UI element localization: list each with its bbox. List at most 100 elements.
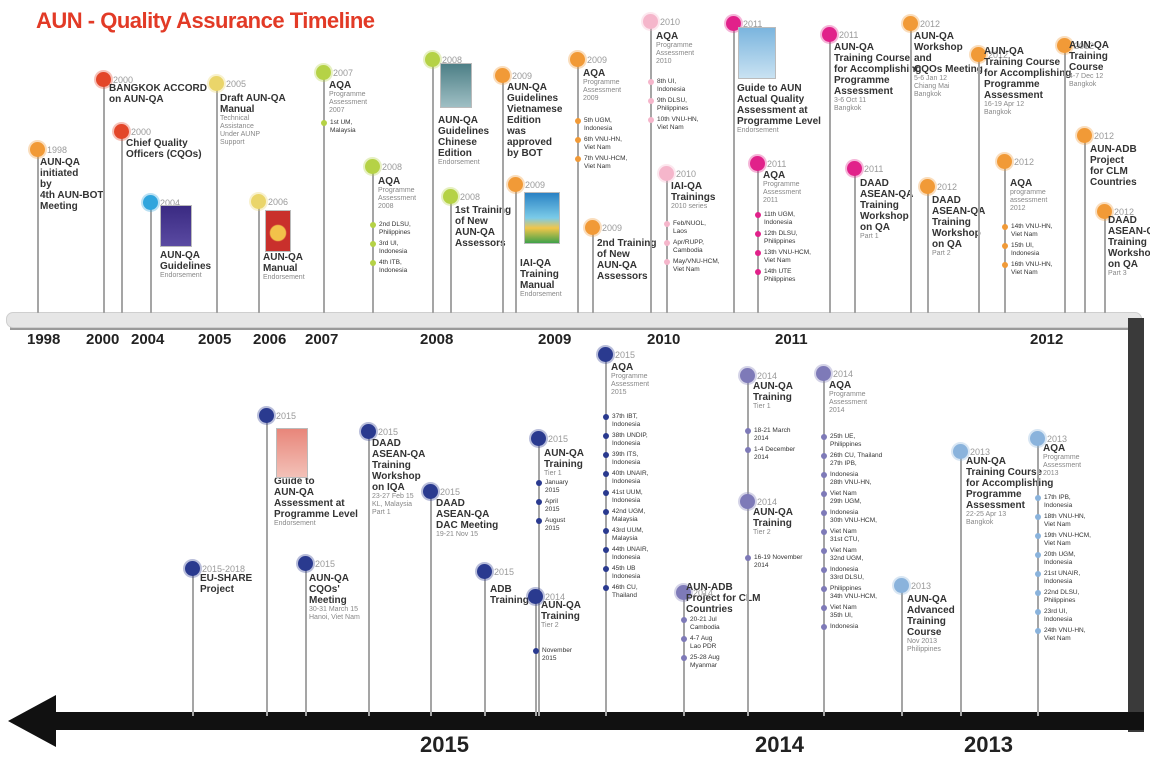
item-label: 4-7 Aug <box>690 635 713 642</box>
item-label: Viet Nam <box>1044 540 1071 547</box>
timeline-dot[interactable] <box>1030 431 1045 446</box>
timeline-dot[interactable] <box>953 444 968 459</box>
event-title-line: Training Course <box>966 467 1043 478</box>
timeline-dot[interactable] <box>643 14 658 29</box>
timeline-dot[interactable] <box>1077 128 1092 143</box>
timeline-dot[interactable] <box>443 189 458 204</box>
event-title-line: Project <box>200 584 234 595</box>
event-title-line: 2nd Training <box>597 238 657 249</box>
item-label: Viet Nam <box>764 257 791 264</box>
timeline-dot[interactable] <box>114 124 129 139</box>
event-subtitle-line: Hanoi, Viet Nam <box>309 614 360 621</box>
event-subtitle-line: Assessment <box>1043 462 1082 469</box>
item-label: 34th VNU-HCM, <box>830 593 877 600</box>
timeline-dot[interactable] <box>1097 204 1112 219</box>
event-subtitle-line: Endorsement <box>520 291 562 298</box>
item-label: 45th UB <box>612 565 636 572</box>
timeline-dot[interactable] <box>585 220 600 235</box>
timeline-dot[interactable] <box>676 585 691 600</box>
event-subtitle-line: 5-6 Jan 12 <box>914 75 948 82</box>
timeline-dot[interactable] <box>903 16 918 31</box>
event-subtitle-line: 2008 <box>378 203 394 210</box>
timeline-dot[interactable] <box>96 72 111 87</box>
item-label: 10th VNU-HN, <box>657 116 699 123</box>
event-title-line: Programme Level <box>737 116 821 127</box>
timeline-dot[interactable] <box>259 408 274 423</box>
timeline-dot[interactable] <box>298 556 313 571</box>
item-label: 33rd DLSU, <box>830 574 864 581</box>
timeline-dot[interactable] <box>971 47 986 62</box>
timeline-stem <box>103 80 105 313</box>
item-dot <box>575 137 581 143</box>
event-title-line: Project for CLM <box>686 593 761 604</box>
timeline-dot[interactable] <box>143 195 158 210</box>
timeline-dot[interactable] <box>477 564 492 579</box>
event-subtitle-line: Assessment <box>829 399 868 406</box>
timeline-dot[interactable] <box>531 431 546 446</box>
event-title-line: and <box>914 53 932 64</box>
timeline-dot[interactable] <box>425 52 440 67</box>
timeline-dot[interactable] <box>185 561 200 576</box>
item-label: Indonesia <box>830 623 859 630</box>
item-label: November <box>542 647 572 654</box>
timeline-dot[interactable] <box>750 156 765 171</box>
item-label: Philippines <box>657 105 689 112</box>
event-title-line: Training <box>932 217 971 228</box>
event-title-line: Training <box>1108 237 1147 248</box>
timeline-dot[interactable] <box>894 578 909 593</box>
event-title-line: by <box>40 179 52 190</box>
timeline-dot[interactable] <box>30 142 45 157</box>
timeline-dot[interactable] <box>659 166 674 181</box>
timeline-dot[interactable] <box>920 179 935 194</box>
timeline-dot[interactable] <box>423 484 438 499</box>
timeline-dot[interactable] <box>570 52 585 67</box>
item-label: Indonesia <box>1044 616 1073 623</box>
event-title-line: Workshop <box>932 228 981 239</box>
item-label: 14th VNU-HN, <box>1011 223 1053 230</box>
timeline-dot[interactable] <box>209 76 224 91</box>
timeline-dot[interactable] <box>816 366 831 381</box>
timeline-dot[interactable] <box>740 494 755 509</box>
event-year: 2015 <box>615 350 636 360</box>
timeline-dot[interactable] <box>251 194 266 209</box>
timeline-stem <box>430 492 432 716</box>
timeline-dot[interactable] <box>316 65 331 80</box>
item-dot <box>681 636 687 642</box>
item-label: 12th DLSU, <box>764 230 798 237</box>
timeline-dot[interactable] <box>365 159 380 174</box>
timeline-dot[interactable] <box>847 161 862 176</box>
event-subtitle-line: Programme <box>378 187 415 194</box>
timeline-dot[interactable] <box>495 68 510 83</box>
timeline-dot[interactable] <box>822 27 837 42</box>
timeline-dot[interactable] <box>997 154 1012 169</box>
item-label: Myanmar <box>690 662 718 669</box>
timeline-connector <box>1128 318 1144 732</box>
event-title-line: CQOs Meeting <box>914 64 983 75</box>
timeline-stem <box>1037 439 1039 716</box>
timeline-dot[interactable] <box>361 424 376 439</box>
event-title-line: Meeting <box>309 595 347 606</box>
event-subtitle-line: Programme <box>829 391 866 398</box>
timeline-stem <box>1084 136 1086 313</box>
timeline-dot[interactable] <box>1057 38 1072 53</box>
timeline-dot[interactable] <box>740 368 755 383</box>
item-label: 6th VNU-HN, <box>584 136 622 143</box>
event-title-line: Guide to <box>274 476 315 487</box>
event-year: 2015 <box>494 567 515 577</box>
item-label: 41st UUM, <box>612 489 643 496</box>
timeline-dot[interactable] <box>528 589 543 604</box>
timeline-dot[interactable] <box>508 177 523 192</box>
event-title-line: EU-SHARE <box>200 573 253 584</box>
event-subtitle-line: 23-27 Feb 15 <box>372 493 414 500</box>
timeline-dot[interactable] <box>598 347 613 362</box>
timeline-stem <box>502 76 504 313</box>
timeline-dot[interactable] <box>726 16 741 31</box>
